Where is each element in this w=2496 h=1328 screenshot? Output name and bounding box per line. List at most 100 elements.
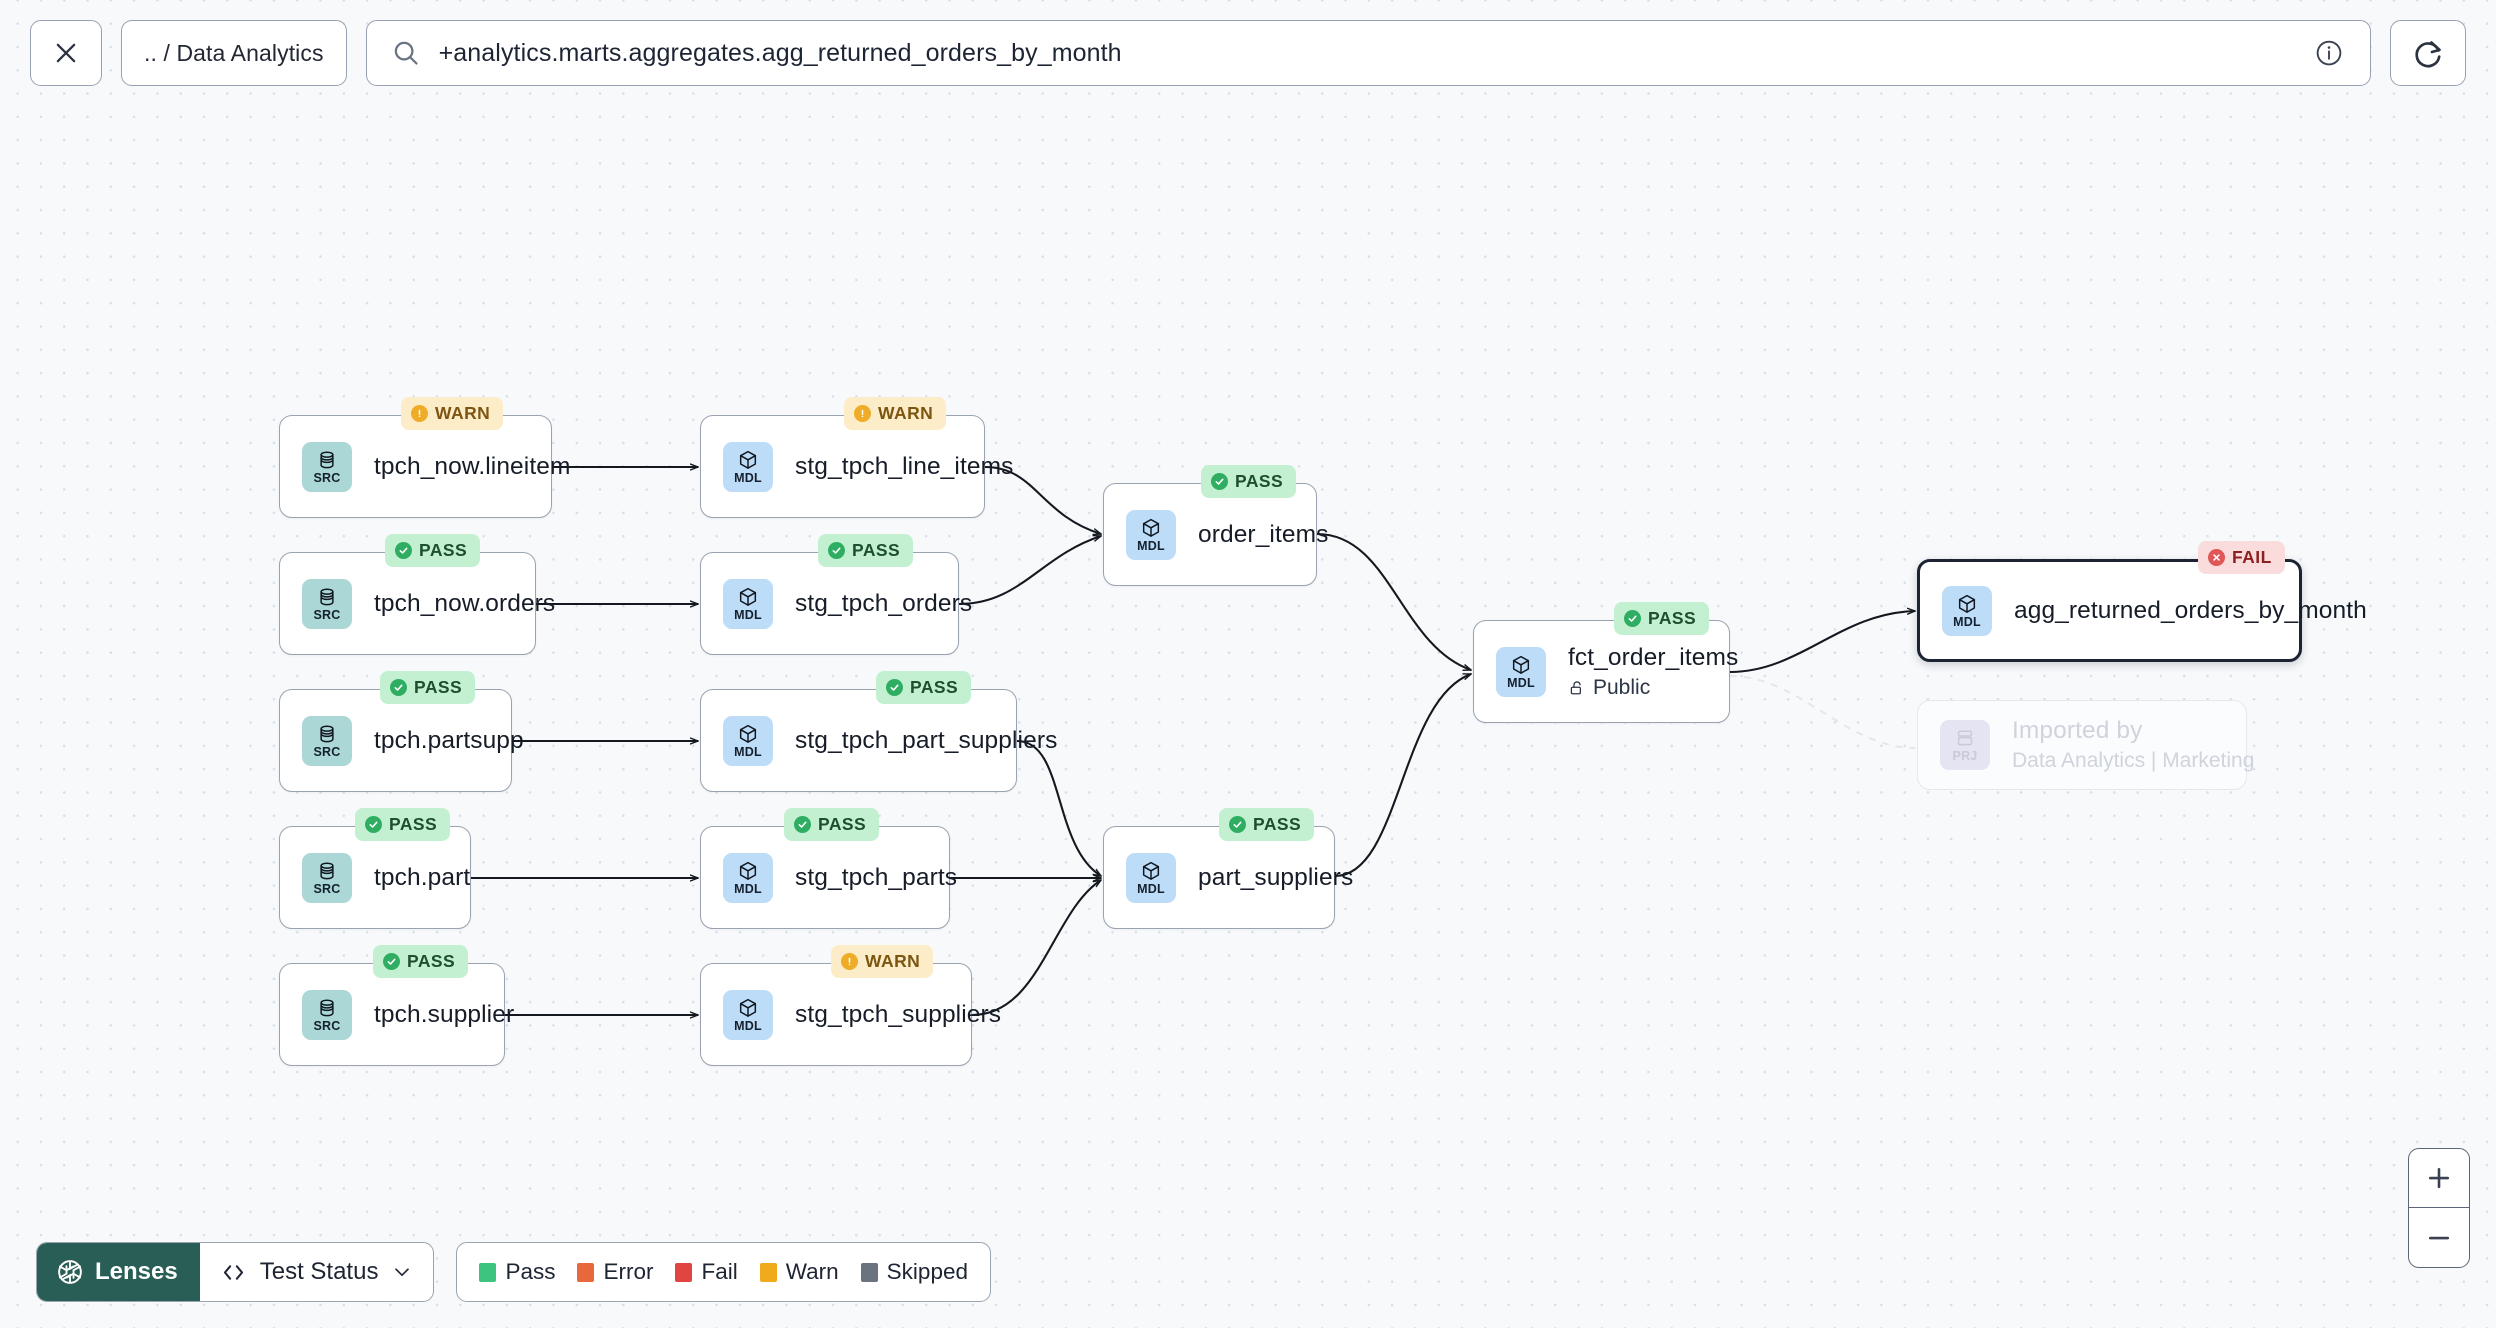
legend-item-error[interactable]: Error	[577, 1259, 653, 1285]
node-type-chip-mdl: MDL	[1942, 585, 1992, 636]
zoom-in-button[interactable]	[2409, 1149, 2469, 1208]
status-badge-pass[interactable]: PASS	[355, 808, 451, 841]
legend-item-warn[interactable]: Warn	[759, 1259, 839, 1285]
status-badge-label: PASS	[407, 951, 456, 971]
node-type-label: MDL	[1507, 675, 1535, 690]
legend-label: Fail	[701, 1259, 738, 1284]
lenses-button[interactable]: Lenses	[37, 1243, 200, 1301]
status-badge-warn[interactable]: WARN	[831, 945, 934, 978]
node-type-label: SRC	[313, 744, 341, 759]
status-dot	[854, 405, 871, 422]
node-type-label: PRJ	[1952, 749, 1978, 764]
chevron-down-icon	[395, 1268, 410, 1277]
search-input[interactable]: +analytics.marts.aggregates.agg_returned…	[365, 20, 2371, 86]
status-badge-label: PASS	[1648, 608, 1697, 628]
refresh-button[interactable]	[2390, 20, 2466, 86]
node-body: part_suppliers	[1198, 864, 1353, 892]
unlock-icon	[1570, 680, 1582, 694]
node-title: agg_returned_orders_by_month	[2014, 596, 2367, 624]
cube-icon	[739, 861, 757, 880]
status-dot	[828, 542, 845, 559]
status-badge-pass[interactable]: PASS	[385, 534, 481, 567]
node-visibility: Data Analytics | Marketing	[2012, 749, 2254, 773]
node-type-label: SRC	[313, 1018, 341, 1033]
status-badge-label: PASS	[419, 540, 468, 560]
lineage-node-order_items[interactable]: MDL order_items	[1103, 483, 1329, 586]
status-dot	[2208, 549, 2225, 566]
minus-icon	[2428, 1236, 2450, 1239]
status-badge-label: PASS	[1235, 471, 1284, 491]
node-type-chip-mdl: MDL	[723, 578, 773, 629]
status-dot	[365, 816, 382, 833]
status-badge-label: PASS	[852, 540, 901, 560]
search-input-value[interactable]: +analytics.marts.aggregates.agg_returned…	[438, 38, 1122, 67]
node-type-chip-prj: PRJ	[1940, 720, 1990, 770]
node-visibility-label: Data Analytics | Marketing	[2012, 749, 2255, 772]
zoom-out-button[interactable]	[2409, 1208, 2469, 1267]
status-badge-pass[interactable]: PASS	[1219, 808, 1315, 841]
status-badge-fail[interactable]: FAIL	[2198, 541, 2285, 574]
node-body: tpch_now.lineitem	[374, 452, 571, 481]
status-badge-pass[interactable]: PASS	[784, 808, 880, 841]
node-type-chip-mdl: MDL	[1126, 509, 1176, 560]
status-badge-pass[interactable]: PASS	[373, 945, 469, 978]
legend-item-skipped[interactable]: Skipped	[860, 1259, 968, 1285]
close-button[interactable]	[30, 20, 102, 86]
status-dot	[383, 953, 400, 970]
status-badge-pass[interactable]: PASS	[1614, 602, 1710, 635]
info-icon[interactable]	[2314, 38, 2344, 68]
node-type-chip-mdl: MDL	[1496, 646, 1546, 697]
lenses-label: Lenses	[95, 1258, 178, 1285]
lineage-node-part_suppliers[interactable]: MDL part_suppliers	[1103, 826, 1353, 929]
status-badge-warn[interactable]: WARN	[401, 397, 504, 430]
node-title: stg_tpch_suppliers	[795, 1000, 1002, 1028]
legend-item-pass[interactable]: Pass	[479, 1259, 555, 1285]
status-badge-pass[interactable]: PASS	[1201, 465, 1297, 498]
lineage-node-agg_returned[interactable]: MDL agg_returned_orders_by_month	[1917, 559, 2367, 662]
check-icon	[394, 684, 403, 691]
legend-label: Error	[603, 1259, 654, 1284]
edge-faded-imported-by	[1729, 675, 1916, 749]
node-title: stg_tpch_part_suppliers	[795, 726, 1058, 754]
status-badge-pass[interactable]: PASS	[380, 671, 476, 704]
node-body: agg_returned_orders_by_month	[2014, 596, 2367, 625]
x-icon	[2213, 554, 2220, 561]
node-type-chip-src: SRC	[302, 578, 352, 629]
breadcrumb[interactable]: .. / Data Analytics	[121, 20, 347, 86]
node-type-label: MDL	[734, 881, 762, 896]
database-icon	[320, 725, 334, 743]
status-badge-pass[interactable]: PASS	[818, 534, 914, 567]
node-title: tpch_now.lineitem	[374, 452, 571, 480]
node-type-chip-mdl: MDL	[1126, 852, 1176, 903]
node-title: order_items	[1198, 520, 1329, 548]
lineage-node-tpch_partsupp[interactable]: SRC tpch.partsupp	[279, 689, 524, 792]
test-status-dropdown[interactable]: Test Status	[200, 1243, 434, 1301]
cube-icon	[739, 998, 757, 1017]
bottom-toolbar: Lenses Test Status Pass Error Fail Warn Skip…	[36, 1242, 991, 1302]
status-badge-warn[interactable]: WARN	[844, 397, 947, 430]
node-body: order_items	[1198, 520, 1329, 549]
node-type-label: MDL	[734, 607, 762, 622]
node-visibility-label: Public	[1593, 675, 1651, 699]
check-icon	[798, 821, 807, 828]
legend-label: Skipped	[886, 1259, 968, 1284]
status-badge-pass[interactable]: PASS	[876, 671, 972, 704]
legend-item-fail[interactable]: Fail	[675, 1259, 738, 1285]
node-body: stg_tpch_suppliers	[795, 1000, 1002, 1029]
check-icon	[399, 547, 408, 554]
check-icon	[369, 821, 378, 828]
node-title: tpch.partsupp	[374, 726, 524, 754]
